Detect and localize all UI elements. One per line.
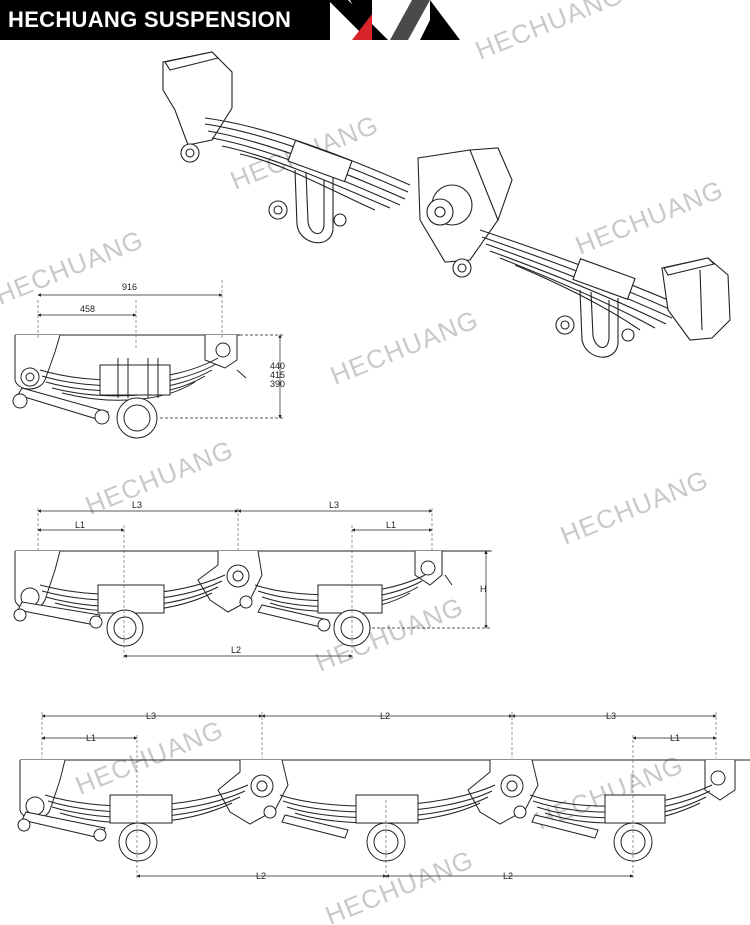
tridem-l1-left: L1 [86,733,96,743]
dim-height-1: 440 [270,361,285,371]
tridem-axle-view: L3 L2 L3 L1 L1 L2 L2 [17,711,750,881]
dim-overall-length: 916 [122,282,137,292]
tandem-l1-right: L1 [386,520,396,530]
dim-height-3: 390 [270,379,285,389]
tandem-h: H [480,584,487,594]
watermark-4: HECHUANG [0,224,148,311]
watermark-9: HECHUANG [71,714,228,801]
watermark-layer: HECHUANG HECHUANG HECHUANG HECHUANG HECH… [0,0,728,925]
tandem-l1-left: L1 [75,520,85,530]
isometric-suspension-view [162,51,731,358]
brand-title: HECHUANG SUSPENSION [8,7,292,32]
tandem-l3-right: L3 [329,500,339,510]
watermark-5: HECHUANG [326,304,483,391]
tridem-l3-left: L3 [146,711,156,721]
watermark-1: HECHUANG [471,0,628,66]
tridem-l2-top: L2 [380,711,390,721]
title-banner: HECHUANG SUSPENSION [0,0,330,40]
dim-height-2: 415 [270,370,285,380]
tandem-l2: L2 [231,645,241,655]
tridem-l2-bottom-left: L2 [256,871,266,881]
tridem-l2-bottom-right: L2 [503,871,513,881]
watermark-7: HECHUANG [556,464,713,551]
tridem-l3-right: L3 [606,711,616,721]
tandem-axle-view: L3 L3 L1 L1 L2 H [13,500,492,660]
watermark-3: HECHUANG [571,174,728,261]
single-axle-view: 916 458 440 415 390 [12,280,285,439]
watermark-6: HECHUANG [81,434,238,521]
tandem-l3-left: L3 [132,500,142,510]
tridem-l1-right: L1 [670,733,680,743]
brand-logo-icon [328,0,460,40]
dim-half-length: 458 [80,304,95,314]
